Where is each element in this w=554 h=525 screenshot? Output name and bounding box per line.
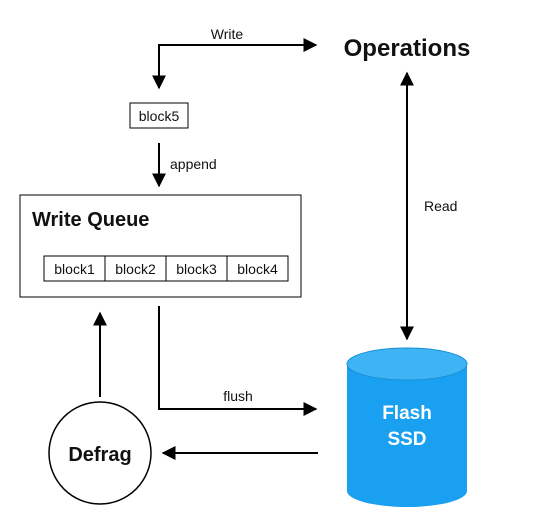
- read-label: Read: [424, 198, 457, 214]
- flash-ssd: Flash SSD: [346, 347, 468, 507]
- ssd-label-line2: SSD: [387, 429, 426, 450]
- queue-block-label: block1: [54, 261, 95, 277]
- flush-arrow: [158, 306, 318, 416]
- queue-block-2: block2: [104, 255, 167, 282]
- queue-block-label: block2: [115, 261, 156, 277]
- queue-block-1: block1: [43, 255, 106, 282]
- ssd-label-line1: Flash: [382, 403, 432, 424]
- queue-block-box: [104, 255, 167, 282]
- queue-block-box: [43, 255, 106, 282]
- append-label: append: [170, 156, 217, 172]
- queue-block-3: block3: [165, 255, 228, 282]
- write-arrow: [152, 38, 318, 90]
- incoming-block-box: [129, 102, 189, 129]
- incoming-block: block5: [129, 102, 189, 129]
- queue-block-label: block4: [237, 261, 278, 277]
- append-connector: append: [152, 143, 217, 188]
- flush-label: flush: [223, 388, 253, 404]
- ssd-cylinder-body: [347, 364, 467, 507]
- operations-title: Operations: [344, 35, 471, 62]
- incoming-block-label: block5: [139, 108, 180, 124]
- write-queue-title: Write Queue: [32, 209, 149, 231]
- write-queue: Write Queue block1 block2 block3 block4: [19, 194, 302, 298]
- defrag-circle: [48, 401, 152, 505]
- ssd-cylinder-top: [346, 347, 468, 381]
- write-connector: Write: [152, 26, 318, 90]
- defrag-node: Defrag: [48, 401, 152, 505]
- queue-blocks: block1 block2 block3 block4: [43, 255, 289, 282]
- defrag-label: Defrag: [68, 444, 131, 466]
- queue-block-box: [226, 255, 289, 282]
- read-connector: Read: [400, 71, 457, 341]
- write-label: Write: [211, 26, 244, 42]
- queue-block-4: block4: [226, 255, 289, 282]
- queue-block-label: block3: [176, 261, 217, 277]
- flush-connector: flush: [158, 306, 318, 416]
